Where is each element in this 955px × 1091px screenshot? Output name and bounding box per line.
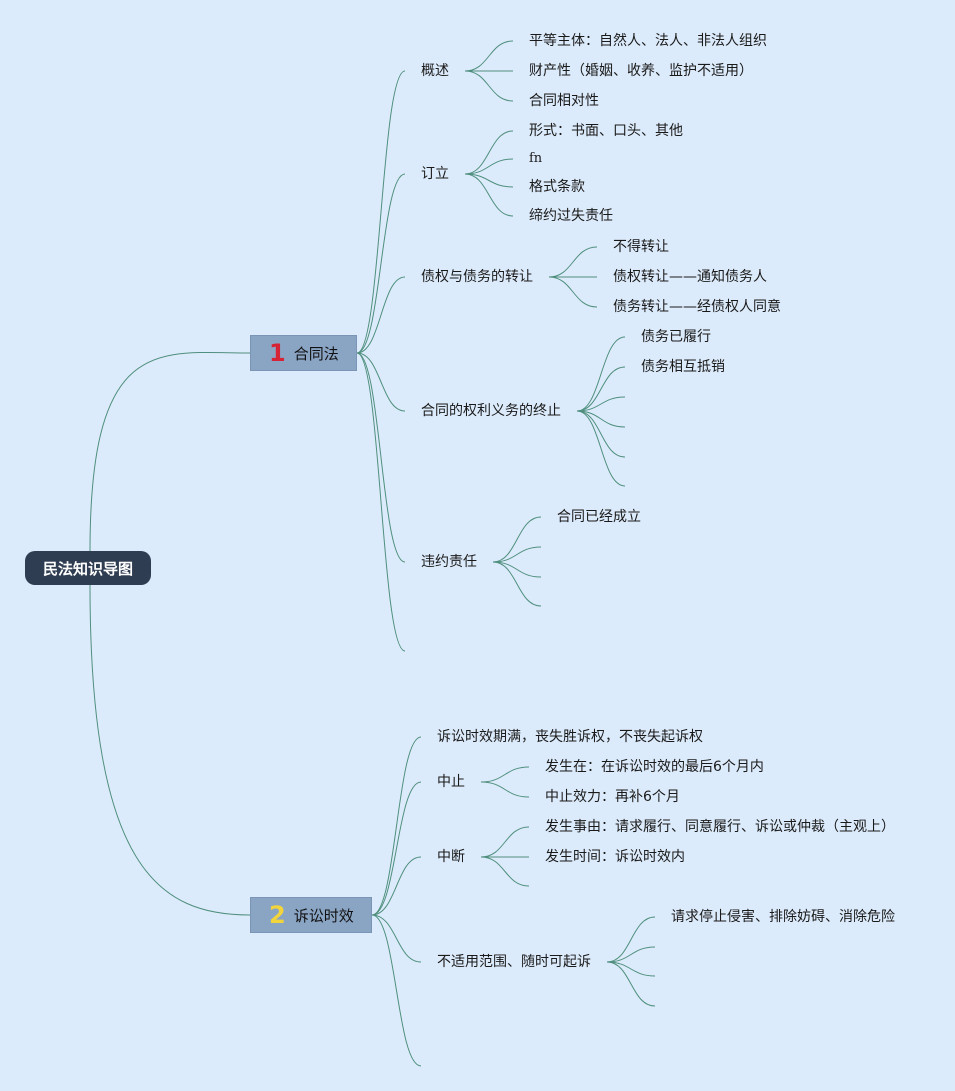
- leaf-item[interactable]: 请求停止侵害、排除妨碍、消除危险: [671, 909, 895, 925]
- root-label: 民法知识导图: [42, 559, 133, 578]
- connector-line: [371, 736, 422, 916]
- connector-line: [548, 246, 598, 278]
- connector-line: [492, 516, 542, 563]
- connector-line: [356, 276, 406, 354]
- connector-line: [464, 70, 514, 102]
- leaf-item[interactable]: 债务转让——经债权人同意: [613, 299, 781, 315]
- leaf-item[interactable]: 债务相互抵销: [641, 359, 725, 375]
- topic-expiry[interactable]: 诉讼时效期满，丧失胜诉权，不丧失起诉权: [437, 729, 703, 745]
- topic-interruption[interactable]: 中断: [437, 849, 465, 865]
- branch-contract-law[interactable]: 1 合同法: [250, 335, 357, 371]
- connector-line: [371, 856, 422, 916]
- connector-line: [606, 916, 656, 963]
- topic-suspension[interactable]: 中止: [437, 774, 465, 790]
- leaf-item[interactable]: 债务已履行: [641, 329, 711, 345]
- leaf-item[interactable]: fn: [529, 151, 543, 166]
- connector-line: [356, 352, 406, 563]
- leaf-item[interactable]: 平等主体：自然人、法人、非法人组织: [529, 33, 767, 49]
- branch-limitation[interactable]: 2 诉讼时效: [250, 897, 372, 933]
- connector-line: [356, 70, 406, 354]
- root-node[interactable]: 民法知识导图: [25, 551, 151, 585]
- leaf-item[interactable]: 缔约过失责任: [529, 208, 613, 224]
- leaf-item[interactable]: 发生时间：诉讼时效内: [545, 849, 685, 865]
- branch-label: 诉讼时效: [293, 906, 354, 925]
- connector-line: [576, 396, 626, 412]
- topic-liability[interactable]: 违约责任: [421, 554, 477, 570]
- connector-line: [371, 914, 422, 963]
- connector-line: [464, 173, 514, 217]
- connector-line: [576, 410, 626, 487]
- connector-line: [464, 158, 514, 175]
- connector-line: [576, 366, 626, 412]
- connector-line: [576, 336, 626, 412]
- branch-label: 合同法: [293, 344, 339, 363]
- leaf-item[interactable]: 合同相对性: [529, 93, 599, 109]
- connector-line: [606, 961, 656, 1007]
- leaf-item[interactable]: 财产性（婚姻、收养、监护不适用）: [529, 63, 753, 79]
- connector-line: [492, 546, 542, 563]
- connector-line: [480, 781, 530, 798]
- connector-line: [576, 410, 626, 458]
- connector-line: [371, 781, 422, 916]
- topic-overview[interactable]: 概述: [421, 63, 449, 79]
- number-1-badge-icon: 1: [269, 339, 286, 367]
- connector-line: [606, 946, 656, 963]
- connector-line: [464, 130, 514, 175]
- leaf-item[interactable]: 中止效力：再补6个月: [545, 789, 680, 805]
- leaf-item[interactable]: 发生在：在诉讼时效的最后6个月内: [545, 759, 764, 775]
- connector-line: [480, 766, 530, 783]
- topic-formation[interactable]: 订立: [421, 166, 449, 182]
- leaf-item[interactable]: 不得转让: [613, 239, 669, 255]
- connector-line: [89, 351, 251, 552]
- connector-line: [480, 826, 530, 858]
- leaf-item[interactable]: 发生事由：请求履行、同意履行、诉讼或仲裁（主观上）: [545, 819, 895, 835]
- number-2-badge-icon: 2: [269, 901, 286, 929]
- connector-line: [371, 914, 422, 1067]
- connector-line: [464, 40, 514, 72]
- connector-line: [492, 561, 542, 607]
- topic-transfer[interactable]: 债权与债务的转让: [421, 269, 533, 285]
- connector-line: [356, 352, 406, 652]
- leaf-item[interactable]: 格式条款: [529, 179, 585, 195]
- connector-line: [89, 584, 251, 916]
- connector-line: [492, 561, 542, 578]
- leaf-item[interactable]: 合同已经成立: [557, 509, 641, 525]
- connector-line: [548, 276, 598, 308]
- topic-not-applicable[interactable]: 不适用范围、随时可起诉: [437, 954, 591, 970]
- leaf-item[interactable]: 形式：书面、口头、其他: [529, 123, 683, 139]
- connector-line: [480, 856, 530, 887]
- connector-line: [356, 352, 406, 412]
- leaf-item[interactable]: 债权转让——通知债务人: [613, 269, 767, 285]
- connector-line: [356, 173, 406, 354]
- topic-termination[interactable]: 合同的权利义务的终止: [421, 403, 561, 419]
